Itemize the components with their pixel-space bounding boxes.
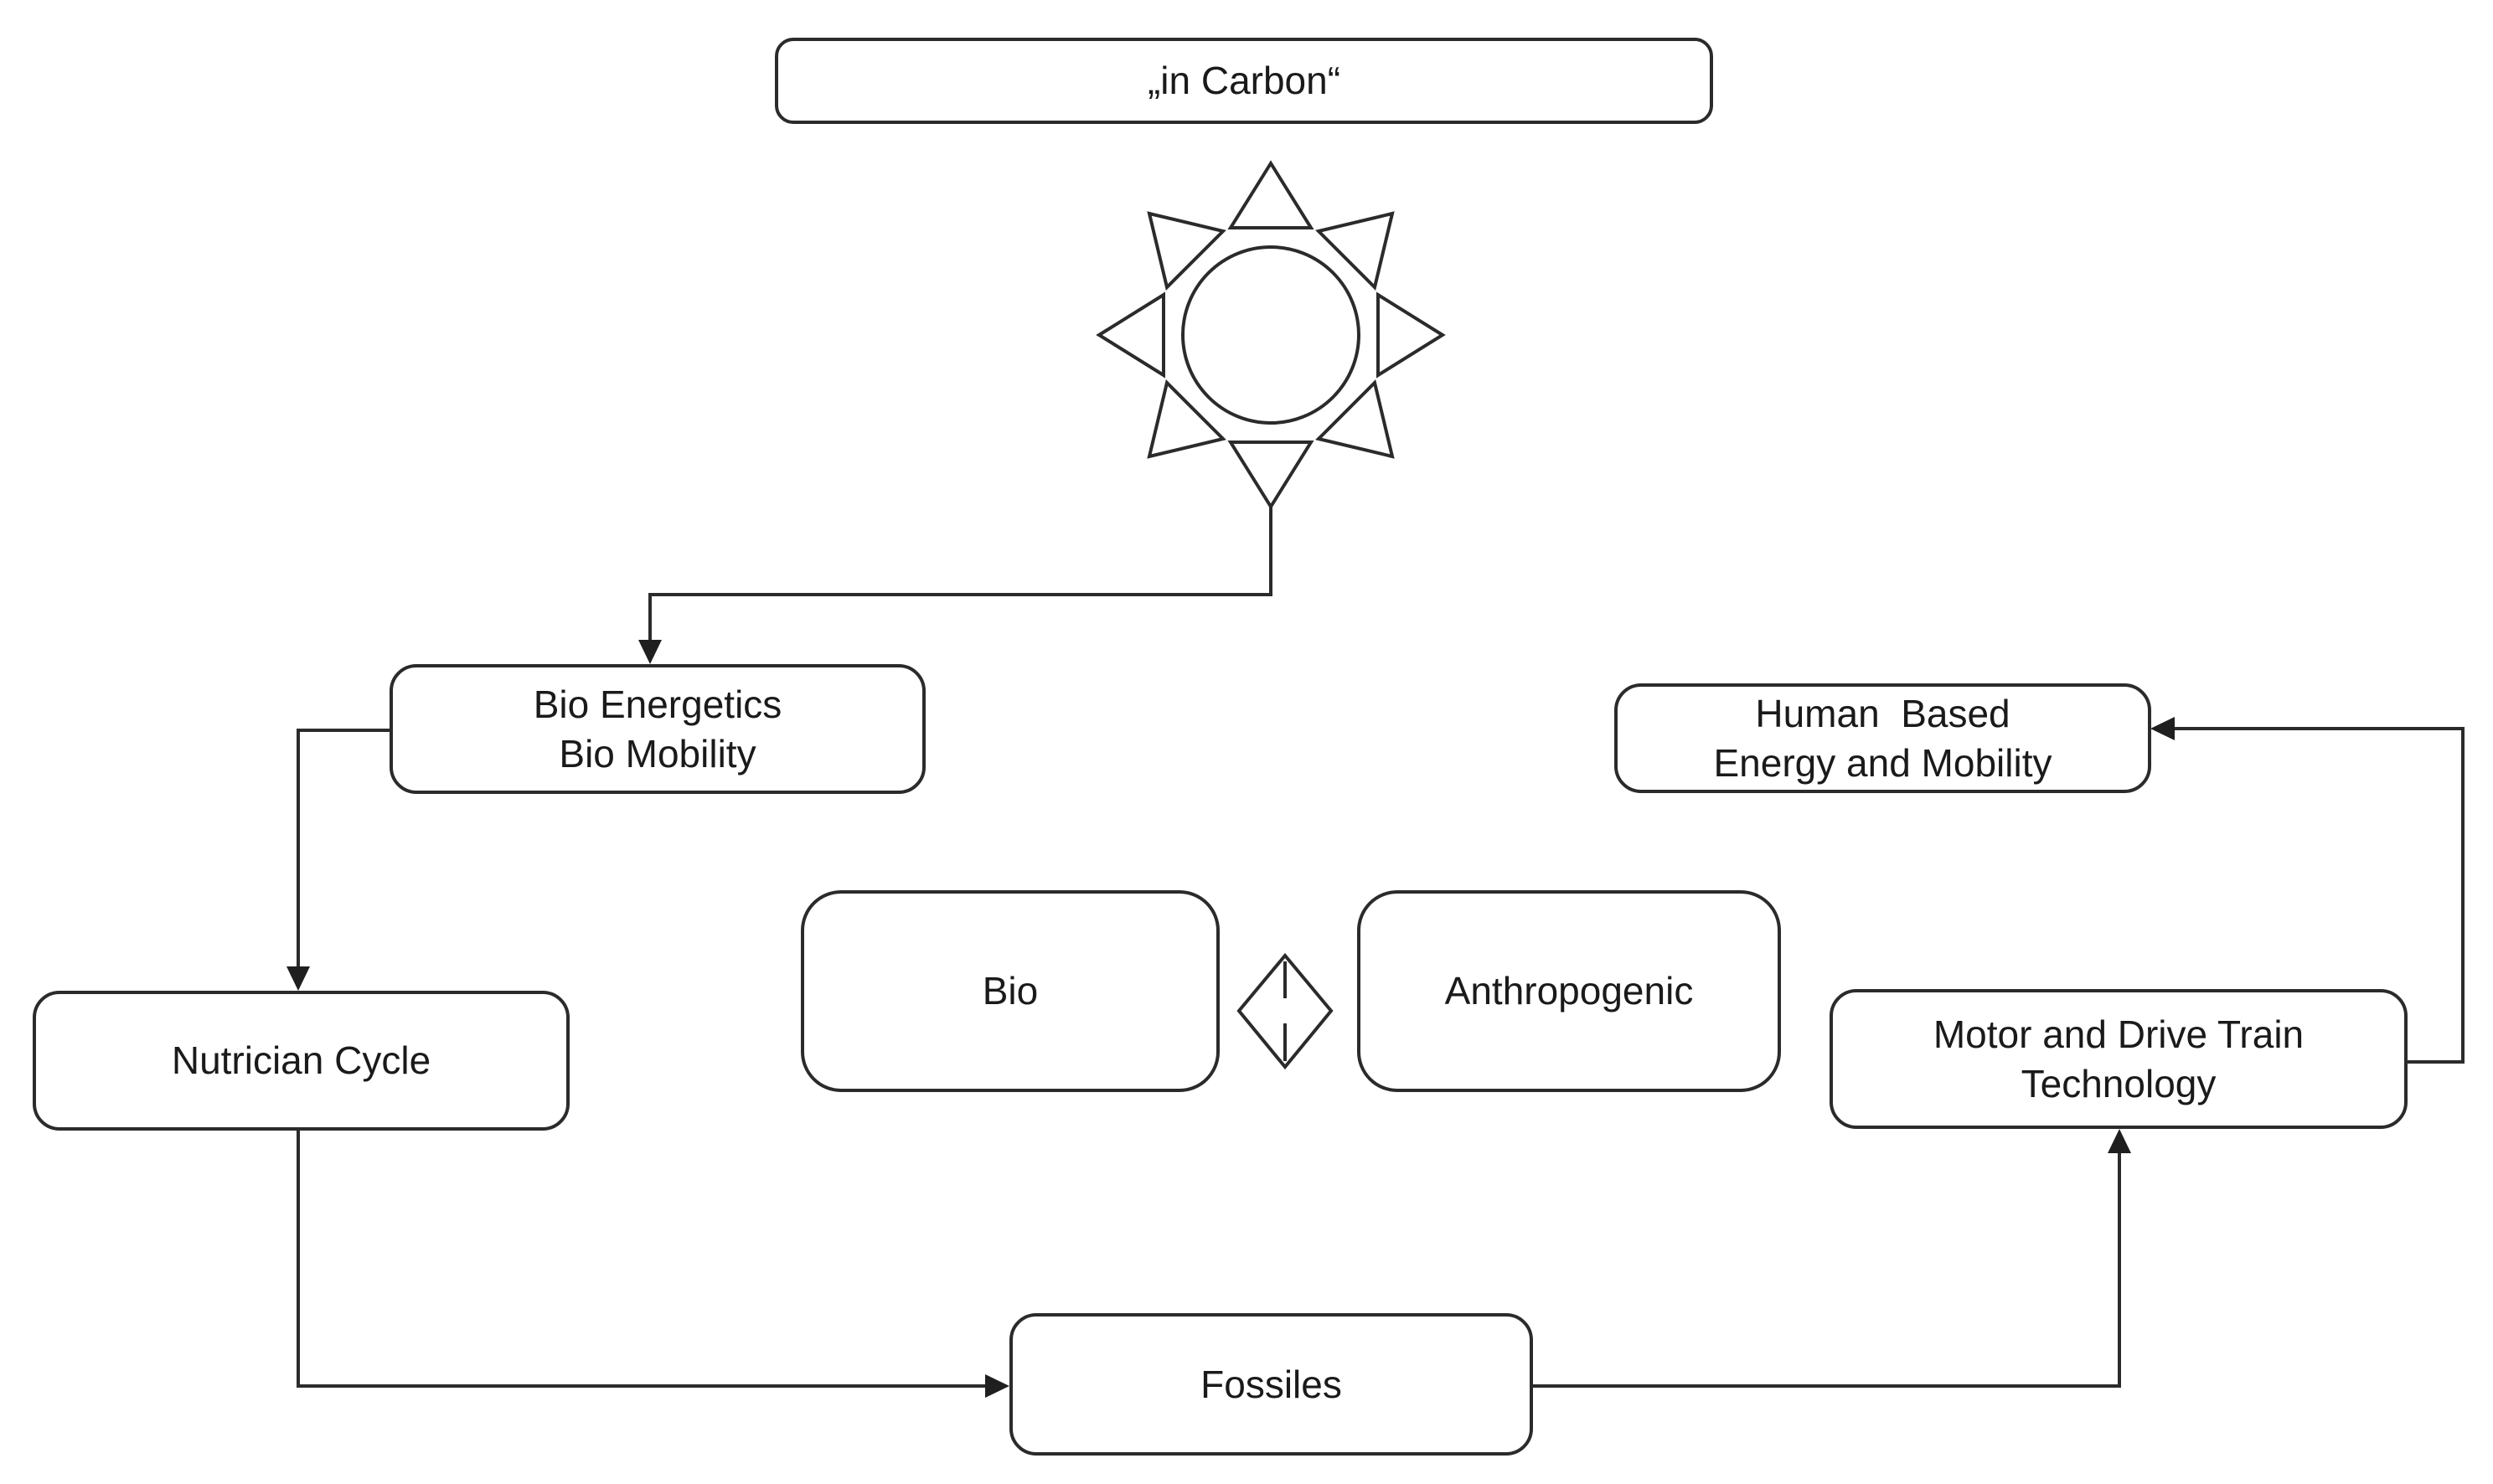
edge-nutrician-cycle-to-fossiles — [297, 1131, 987, 1388]
edge-sun-to-bio-energetics — [648, 507, 1272, 642]
node-motor-drive-train-line2: Technology — [2021, 1061, 2217, 1105]
diamond-link-icon — [1236, 952, 1334, 1070]
node-nutrician-cycle: Nutrician Cycle — [33, 991, 570, 1131]
node-human-based: Human Based Energy and Mobility — [1614, 683, 2151, 793]
node-fossiles-label: Fossiles — [1200, 1362, 1342, 1406]
node-bio-label: Bio — [982, 969, 1039, 1013]
node-fossiles: Fossiles — [1009, 1313, 1533, 1456]
node-bio-energetics-line2: Bio Mobility — [559, 731, 756, 775]
node-bio: Bio — [801, 890, 1220, 1092]
sun-ray-n — [1227, 160, 1314, 229]
arrowhead-into-nutrician-cycle — [286, 966, 310, 991]
edge-bio-energetics-to-nutrician-cycle — [297, 729, 390, 968]
edge-fossiles-to-motor-drive-train — [1533, 1152, 2121, 1388]
node-human-based-line2: Energy and Mobility — [1713, 740, 2052, 785]
node-motor-drive-train: Motor and Drive Train Technology — [1830, 989, 2408, 1129]
node-anthropogenic-label: Anthropogenic — [1444, 969, 1694, 1013]
sun-circle — [1181, 245, 1360, 425]
sun-ray-w — [1096, 291, 1165, 379]
sun-ray-e — [1376, 291, 1446, 379]
sun-icon — [1096, 160, 1446, 510]
node-motor-drive-train-line1: Motor and Drive Train — [1933, 1012, 2305, 1056]
arrowhead-into-motor-drive-train — [2108, 1129, 2131, 1153]
arrowhead-into-fossiles — [985, 1374, 1009, 1398]
node-nutrician-cycle-label: Nutrician Cycle — [171, 1038, 431, 1083]
arrowhead-into-human-based — [2150, 717, 2175, 740]
arrowhead-into-bio-energetics — [638, 640, 662, 664]
sun-ray-nw — [1147, 211, 1226, 291]
node-bio-energetics-line1: Bio Energetics — [533, 682, 782, 726]
node-in-carbon-label: „in Carbon“ — [1147, 59, 1341, 103]
node-anthropogenic: Anthropogenic — [1357, 890, 1781, 1092]
sun-ray-ne — [1315, 211, 1395, 291]
sun-ray-s — [1227, 441, 1314, 510]
node-human-based-line1: Human Based — [1755, 691, 2010, 735]
sun-ray-se — [1315, 379, 1395, 459]
node-bio-energetics: Bio Energetics Bio Mobility — [390, 664, 926, 794]
node-in-carbon: „in Carbon“ — [775, 38, 1713, 124]
sun-ray-sw — [1147, 379, 1226, 459]
diamond-outline — [1236, 952, 1334, 1070]
edge-motor-drive-train-to-human-based — [2173, 727, 2465, 1064]
